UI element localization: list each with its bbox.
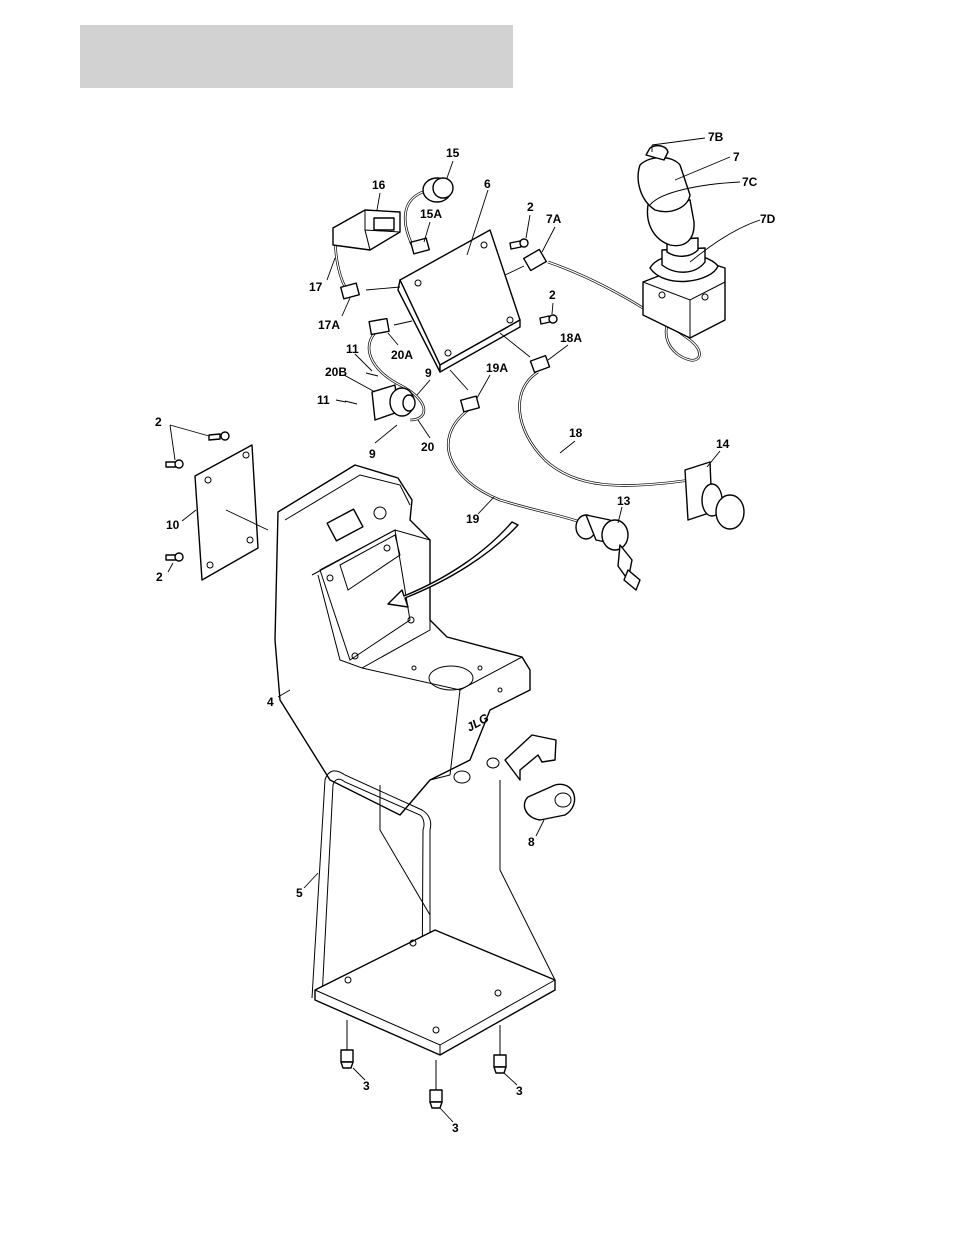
- callout-2-left-bottom: 2: [156, 570, 163, 584]
- push-button: [423, 178, 453, 202]
- callout-16: 16: [372, 178, 386, 192]
- callout-3-center: 3: [452, 1121, 459, 1135]
- callout-11-upper: 11: [346, 342, 359, 356]
- callout-8: 8: [528, 835, 535, 849]
- toggle-switch: [333, 210, 400, 250]
- selector-switch: [372, 385, 415, 420]
- callout-2-box: 2: [549, 288, 556, 302]
- callout-5: 5: [296, 886, 303, 900]
- cover-plate: [195, 445, 258, 580]
- callout-13: 13: [617, 494, 631, 508]
- joystick-controller: [638, 146, 725, 338]
- callout-18: 18: [569, 426, 583, 440]
- callout-9-lower: 9: [369, 447, 376, 461]
- callout-20A: 20A: [391, 348, 413, 362]
- callout-4: 4: [267, 695, 274, 709]
- callout-7C: 7C: [742, 175, 758, 189]
- console-pedestal: JLG: [275, 465, 556, 815]
- callout-10: 10: [166, 518, 180, 532]
- callout-6: 6: [484, 177, 491, 191]
- callout-7B: 7B: [708, 130, 724, 144]
- grommet: [524, 784, 574, 820]
- callout-9-upper: 9: [425, 366, 432, 380]
- callout-3-right: 3: [516, 1084, 523, 1098]
- callout-20: 20: [421, 440, 435, 454]
- callout-19: 19: [466, 512, 480, 526]
- callout-20B: 20B: [325, 365, 347, 379]
- callout-15: 15: [446, 146, 460, 160]
- cables: [335, 190, 699, 522]
- callout-14: 14: [716, 437, 730, 451]
- callout-17: 17: [309, 280, 323, 294]
- callout-19A: 19A: [486, 361, 508, 375]
- callout-3-left: 3: [363, 1079, 370, 1093]
- callout-7A: 7A: [546, 212, 562, 226]
- callout-17A: 17A: [318, 318, 340, 332]
- callout-15A: 15A: [420, 207, 442, 221]
- emergency-stop: [685, 462, 744, 529]
- callout-2-left-top: 2: [155, 415, 162, 429]
- key-switch: [576, 515, 640, 590]
- callout-7: 7: [733, 150, 740, 164]
- callout-7D: 7D: [760, 212, 776, 226]
- mounting-stand: [312, 771, 555, 1055]
- callout-2-top: 2: [527, 200, 534, 214]
- callout-18A: 18A: [560, 331, 582, 345]
- callout-11-lower: 11: [317, 393, 330, 407]
